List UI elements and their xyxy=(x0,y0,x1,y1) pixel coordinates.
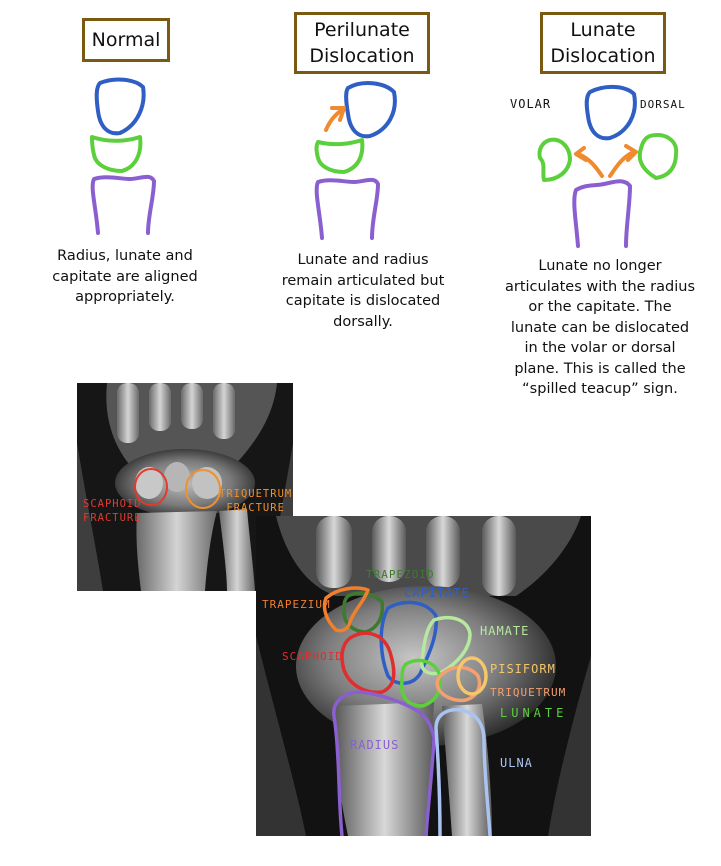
lunate-dislocation-diagram xyxy=(537,85,679,248)
lunate-title-box: Lunate Dislocation xyxy=(540,12,666,74)
perilunate-caption: Lunate and radius remain articulated but… xyxy=(281,252,445,330)
volar-arrowhead xyxy=(574,146,588,162)
dorsal-arrow xyxy=(608,150,636,178)
xray-fractures: SCAPHOID FRACTURE TRIQUETRUM FRACTURE xyxy=(77,383,293,591)
ulna-outline xyxy=(434,707,492,836)
lunate-radius-shape xyxy=(572,179,632,248)
normal-radius-shape xyxy=(90,174,156,235)
volar-lunate-shape xyxy=(537,137,572,182)
dorsal-arrowhead xyxy=(624,144,638,162)
dorsal-lunate-shape xyxy=(637,133,679,180)
xray-carpal-image xyxy=(256,516,591,836)
xray-fractures-image xyxy=(77,383,293,591)
perilunate-title-box: Perilunate Dislocation xyxy=(294,12,430,74)
radius-label: RADIUS xyxy=(350,738,400,752)
pisiform-label: PISIFORM xyxy=(490,662,556,676)
normal-lunate-shape xyxy=(90,135,143,173)
triquetrum-fracture-label: TRIQUETRUM FRACTURE xyxy=(219,488,293,514)
lunate-label: LUNATE xyxy=(500,706,568,720)
triquetrum-label: TRIQUETRUM xyxy=(490,686,567,699)
perilunate-diagram xyxy=(314,81,397,240)
pisiform-outline xyxy=(456,656,488,696)
perilunate-title-line1: Perilunate xyxy=(314,19,410,41)
capitate-outline xyxy=(379,600,438,685)
lunate-outline xyxy=(399,658,443,708)
perilunate-radius-shape xyxy=(314,177,380,240)
normal-diagram xyxy=(90,77,156,235)
xray-carpal-bones xyxy=(256,516,591,836)
hamate-label: HAMATE xyxy=(480,624,530,638)
radius-outline xyxy=(332,690,436,836)
perilunate-arrowhead xyxy=(330,106,346,122)
perilunate-lunate-shape xyxy=(314,138,365,174)
trapezoid-label: TRAPEZOID xyxy=(366,568,435,581)
triquetrum-outline xyxy=(435,665,482,703)
normal-caption: Radius, lunate and capitate are aligned … xyxy=(52,248,198,305)
dorsal-label: DORSAL xyxy=(640,98,686,111)
trapezium-label: TRAPEZIUM xyxy=(262,598,331,611)
triquetrum-fracture-circle xyxy=(185,469,221,509)
capitate-label: CAPITATE xyxy=(404,586,470,600)
normal-title-box: Normal xyxy=(82,18,170,62)
volar-label: VOLAR xyxy=(510,97,552,111)
lunate-title-line1: Lunate xyxy=(570,19,636,41)
lunate-caption: Lunate no longer articulates with the ra… xyxy=(504,258,695,397)
trapezium-outline xyxy=(322,586,370,633)
scaphoid-fracture-circle xyxy=(134,468,168,506)
scaphoid-outline xyxy=(340,631,396,695)
ulna-label: ULNA xyxy=(500,756,533,770)
perilunate-title-line2: Dislocation xyxy=(309,45,415,67)
lunate-capitate-shape xyxy=(584,85,637,141)
perilunate-arrow xyxy=(324,108,344,132)
scaphoid-fracture-label: SCAPHOID FRACTURE xyxy=(83,498,142,524)
normal-title: Normal xyxy=(91,29,161,51)
scaphoid-label: SCAPHOID xyxy=(282,650,343,663)
perilunate-capitate-shape xyxy=(344,81,397,139)
lunate-title-line2: Dislocation xyxy=(550,45,656,67)
normal-capitate-shape xyxy=(94,77,146,136)
